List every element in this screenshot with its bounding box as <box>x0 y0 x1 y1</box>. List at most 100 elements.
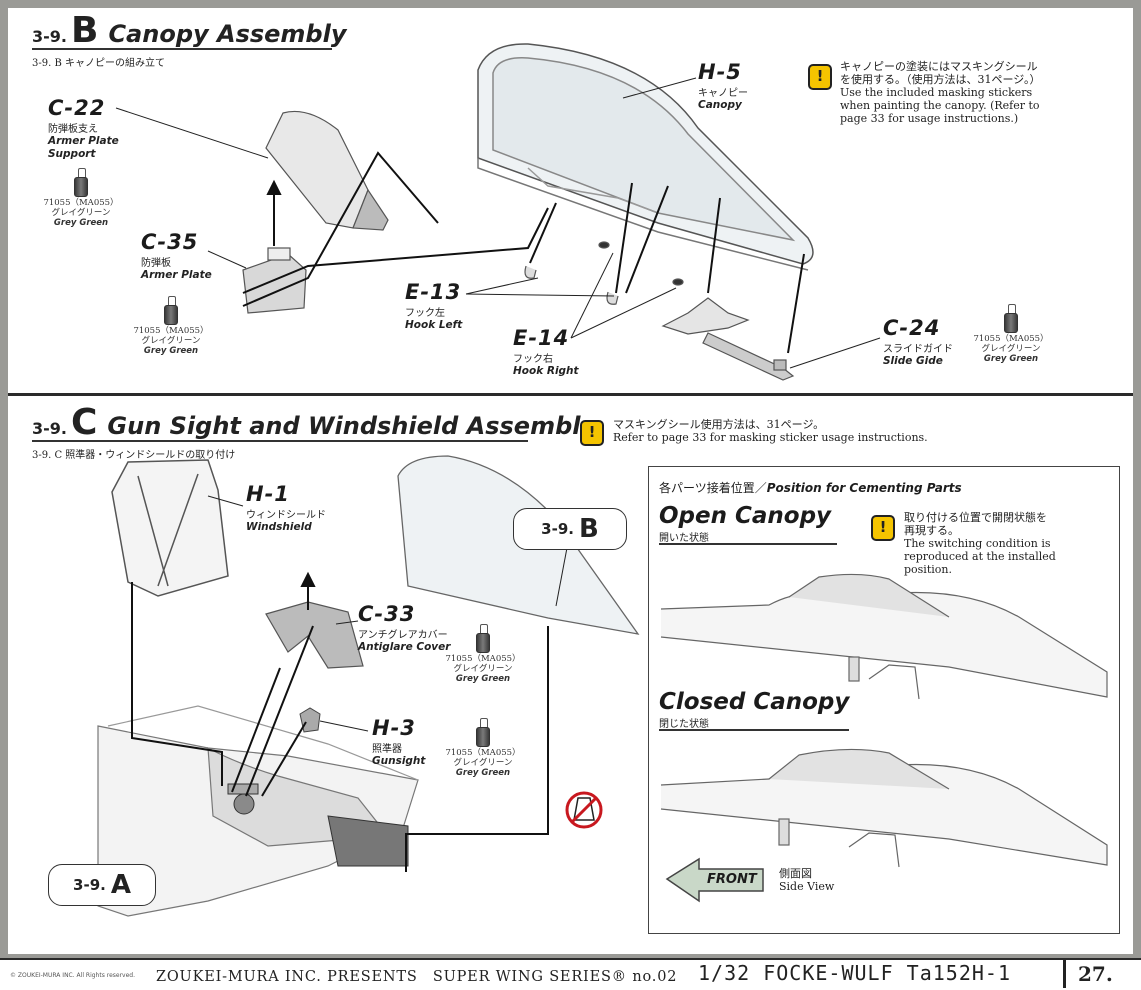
side-view-jp: 側面図 <box>779 867 812 880</box>
part-c22-label: C-22 防弾板支え Armer Plate Support <box>48 96 119 161</box>
paint-spec-c35: 71055（MA055） グレイグリーン Grey Green <box>126 296 216 356</box>
part-name-en-2: Support <box>48 148 96 160</box>
panel-title-jp: 各パーツ接着位置／ <box>659 481 767 495</box>
paint-name-jp: グレイグリーン <box>981 344 1041 354</box>
side-view-label: 側面図 Side View <box>779 867 834 893</box>
paint-spec-c22: 71055（MA055） グレイグリーン Grey Green <box>36 168 126 228</box>
section-b-title: Canopy Assembly <box>108 20 347 48</box>
section-c-number: 3-9. <box>32 419 67 438</box>
section-c-masking-note: マスキングシール使用方法は、31ページ。 Refer to page 33 fo… <box>613 418 928 444</box>
paint-code: 71055（MA055） <box>445 748 521 758</box>
front-arrow-icon <box>665 857 764 903</box>
model-title: 1/32 FOCKE-WULF Ta152H-1 <box>698 961 1011 985</box>
section-c-title: Gun Sight and Windshield Assembly <box>107 412 597 440</box>
paint-bottle-icon <box>164 296 178 325</box>
part-name-en: Windshield <box>246 521 312 533</box>
part-name-jp: アンチグレアカバー <box>358 630 448 641</box>
panel-note-en-3: position. <box>904 563 952 576</box>
gunsight-part <box>299 707 321 733</box>
section-b-number: 3-9. <box>32 27 67 46</box>
paint-bottle-icon <box>1004 304 1018 333</box>
section-b-underline <box>32 48 332 50</box>
section-c-heading: 3-9.C Gun Sight and Windshield Assembly <box>32 402 596 443</box>
section-c-subtitle: 3-9. C 照準器・ウィンドシールドの取り付け <box>32 450 236 461</box>
warning-icon: ! <box>808 64 832 90</box>
part-code: C-24 <box>883 316 941 340</box>
panel-note: 取り付ける位置で開閉状態を 再現する。 The switching condit… <box>904 511 1056 576</box>
paint-name-jp: グレイグリーン <box>453 758 513 768</box>
gunsight-windshield-drawing <box>97 455 640 917</box>
slide-guide <box>661 297 795 381</box>
open-canopy-underline <box>659 543 837 545</box>
paint-code: 71055（MA055） <box>973 334 1049 344</box>
section-c-underline <box>32 440 528 442</box>
paint-name-jp: グレイグリーン <box>51 208 111 218</box>
paint-name-jp: グレイグリーン <box>141 336 201 346</box>
paint-bottle-icon <box>476 718 490 747</box>
note-jp: マスキングシール使用方法は、31ページ。 <box>613 418 825 431</box>
part-code: C-35 <box>141 230 199 254</box>
assembly-arrows-c <box>131 571 549 872</box>
paint-name-en: Grey Green <box>143 346 199 356</box>
part-name-en: Canopy <box>698 99 742 111</box>
ref-number: 3-9. <box>541 520 574 538</box>
paint-name-en: Grey Green <box>53 218 109 228</box>
part-c33-label: C-33 アンチグレアカバー Antiglare Cover <box>358 602 450 654</box>
warning-icon: ! <box>580 420 604 446</box>
part-h5-label: H-5 キャノピー Canopy <box>698 60 748 112</box>
panel-title: 各パーツ接着位置／Position for Cementing Parts <box>659 479 962 496</box>
panel-title-en: Position for Cementing Parts <box>766 481 962 495</box>
part-e14-label: E-14 フック右 Hook Right <box>513 326 579 378</box>
side-view-drawings <box>660 573 1108 903</box>
armor-plate-support <box>265 110 389 231</box>
open-canopy-title: Open Canopy <box>659 503 832 529</box>
closed-canopy-title: Closed Canopy <box>659 689 850 715</box>
part-name-en-1: Armer Plate <box>48 135 119 147</box>
note-en: Refer to page 33 for masking sticker usa… <box>613 431 928 444</box>
part-code: C-33 <box>358 602 416 626</box>
note-jp-line-1: キャノピーの塗装にはマスキングシール <box>840 60 1038 73</box>
hooks <box>524 241 684 305</box>
ref-letter: B <box>578 514 599 544</box>
paint-spec-c24: 71055（MA055） グレイグリーン Grey Green <box>966 304 1056 364</box>
note-en-line-3: page 33 for usage instructions.) <box>840 112 1019 125</box>
section-c-letter: C <box>70 402 98 443</box>
part-name-jp: スライドガイド <box>883 344 953 355</box>
front-label: FRONT <box>707 872 757 887</box>
side-view-en: Side View <box>779 880 835 893</box>
paint-spec-c33: 71055（MA055） グレイグリーン Grey Green <box>438 624 528 684</box>
no-glue-icon <box>565 791 603 829</box>
paint-name-jp: グレイグリーン <box>453 664 513 674</box>
part-name-jp: キャノピー <box>698 88 748 99</box>
reference-step-3-9-b: 3-9.B <box>513 508 627 550</box>
panel-note-en-1: The switching condition is <box>904 537 1051 550</box>
ref-number: 3-9. <box>73 876 106 894</box>
paint-code: 71055（MA055） <box>43 198 119 208</box>
note-en-line-1: Use the included masking stickers <box>840 86 1033 99</box>
closed-canopy-side-view <box>660 748 1108 868</box>
cockpit-detail <box>227 783 409 867</box>
part-name-en: Antiglare Cover <box>358 641 451 653</box>
reference-step-3-9-a: 3-9.A <box>48 864 156 906</box>
part-name-jp: フック左 <box>405 308 445 319</box>
antiglare-cover <box>265 601 364 669</box>
part-code: H-1 <box>246 482 290 506</box>
copyright: © ZOUKEI-MURA INC. All Rights reserved. <box>10 972 136 979</box>
note-jp-line-2: を使用する。（使用方法は、31ページ。） <box>840 73 1041 86</box>
part-code: C-22 <box>48 96 106 120</box>
paint-code: 71055（MA055） <box>445 654 521 664</box>
closed-canopy-underline <box>659 729 849 731</box>
part-name-jp: 防弾板支え <box>48 124 98 135</box>
page-footer: © ZOUKEI-MURA INC. All Rights reserved. … <box>0 958 1141 990</box>
paint-name-en: Grey Green <box>455 768 511 778</box>
footer-divider <box>1063 960 1066 988</box>
assembly-arrows <box>242 151 805 354</box>
part-name-jp: ウィンドシールド <box>246 510 326 521</box>
section-b-masking-note: キャノピーの塗装にはマスキングシール を使用する。（使用方法は、31ページ。） … <box>840 60 1040 125</box>
part-name-en: Slide Gide <box>883 355 943 367</box>
windshield-part <box>111 459 229 597</box>
